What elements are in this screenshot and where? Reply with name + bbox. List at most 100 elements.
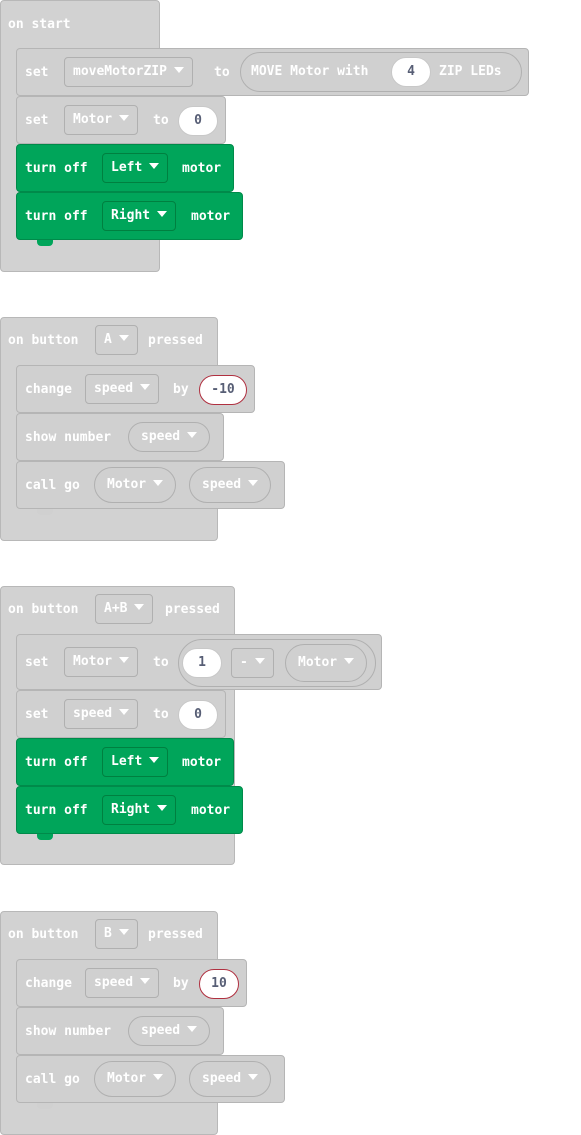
chevron-down-icon	[157, 805, 168, 811]
show-number-block[interactable]: show number speed	[16, 1007, 224, 1055]
speed-reporter[interactable]: speed	[128, 422, 211, 452]
motor-reporter[interactable]: Motor	[94, 467, 177, 503]
to-label: to	[153, 707, 169, 722]
chevron-down-icon	[140, 978, 151, 984]
chevron-down-icon	[187, 432, 198, 438]
set-label: set	[25, 655, 49, 670]
motor-label: motor	[182, 161, 222, 176]
speed-reporter[interactable]: speed	[189, 1061, 272, 1097]
set-label: set	[25, 113, 49, 128]
variable-dropdown-speed[interactable]: speed	[85, 374, 160, 404]
set-label: set	[25, 65, 49, 80]
show-number-label: show number	[25, 1024, 112, 1039]
turn-off-left-motor-block[interactable]: turn off Left motor	[16, 738, 234, 786]
set-motor-block[interactable]: set Motor to 0	[16, 96, 226, 144]
motor-label: motor	[182, 755, 222, 770]
change-label: change	[25, 976, 72, 991]
zip-leds-label: ZIP LEDs	[439, 64, 502, 79]
turn-off-right-motor-block[interactable]: turn off Right motor	[16, 192, 243, 246]
block-notch	[37, 1103, 53, 1109]
on-start-label: on start	[8, 17, 71, 32]
chevron-down-icon	[173, 67, 184, 73]
subtraction-expression[interactable]: 1 - Motor	[178, 639, 376, 687]
chevron-down-icon	[118, 929, 129, 935]
motor-side-dropdown-right[interactable]: Right	[102, 795, 177, 825]
chevron-down-icon	[119, 709, 130, 715]
turn-off-label: turn off	[25, 803, 88, 818]
call-go-label: call go	[25, 478, 80, 493]
call-go-block[interactable]: call go Motor speed	[16, 1055, 285, 1109]
minuend-input[interactable]: 1	[182, 648, 222, 678]
move-motor-with-label: MOVE Motor with	[251, 64, 369, 79]
chevron-down-icon	[157, 211, 168, 217]
turn-off-label: turn off	[25, 755, 88, 770]
show-number-label: show number	[25, 430, 112, 445]
motor-side-dropdown-left[interactable]: Left	[102, 153, 169, 183]
change-speed-block[interactable]: change speed by 10	[16, 959, 247, 1007]
motor-reporter[interactable]: Motor	[94, 1061, 177, 1097]
turn-off-right-motor-block[interactable]: turn off Right motor	[16, 786, 243, 840]
on-button-label: on button	[8, 333, 79, 348]
turn-off-label: turn off	[25, 209, 88, 224]
by-label: by	[173, 382, 189, 397]
speed-value-input[interactable]: 0	[178, 700, 218, 730]
variable-dropdown-speed[interactable]: speed	[85, 968, 160, 998]
call-go-label: call go	[25, 1072, 80, 1087]
block-notch	[37, 509, 53, 515]
motor-label: motor	[191, 803, 231, 818]
chevron-down-icon	[344, 658, 355, 664]
set-label: set	[25, 707, 49, 722]
change-amount-input[interactable]: -10	[199, 375, 247, 405]
call-go-block[interactable]: call go Motor speed	[16, 461, 285, 515]
zip-led-count-input[interactable]: 4	[391, 57, 431, 87]
chevron-down-icon	[119, 657, 130, 663]
chevron-down-icon	[248, 480, 259, 486]
chevron-down-icon	[134, 604, 145, 610]
variable-dropdown-speed[interactable]: speed	[64, 699, 139, 729]
set-movemotorzip-block[interactable]: set moveMotorZIP to MOVE Motor with 4 ZI…	[16, 48, 529, 96]
button-dropdown-ab[interactable]: A+B	[95, 594, 154, 624]
button-dropdown-a[interactable]: A	[95, 325, 138, 355]
variable-dropdown-motor[interactable]: Motor	[64, 647, 139, 677]
motor-label: motor	[191, 209, 231, 224]
chevron-down-icon	[248, 1074, 259, 1080]
turn-off-left-motor-block[interactable]: turn off Left motor	[16, 144, 234, 192]
show-number-block[interactable]: show number speed	[16, 413, 224, 461]
speed-reporter[interactable]: speed	[128, 1016, 211, 1046]
motor-reporter[interactable]: Motor	[285, 644, 368, 682]
button-dropdown-b[interactable]: B	[95, 919, 138, 949]
variable-dropdown-motor[interactable]: Motor	[64, 105, 139, 135]
to-label: to	[153, 113, 169, 128]
block-notch	[37, 240, 53, 246]
on-button-label: on button	[8, 927, 79, 942]
chevron-down-icon	[140, 384, 151, 390]
motor-value-input[interactable]: 0	[178, 106, 218, 136]
change-speed-block[interactable]: change speed by -10	[16, 365, 255, 413]
speed-reporter[interactable]: speed	[189, 467, 272, 503]
chevron-down-icon	[119, 115, 130, 121]
block-notch	[37, 834, 53, 840]
on-button-label: on button	[8, 602, 79, 617]
change-label: change	[25, 382, 72, 397]
pressed-label: pressed	[165, 602, 220, 617]
chevron-down-icon	[187, 1026, 198, 1032]
motor-side-dropdown-left[interactable]: Left	[102, 747, 169, 777]
set-speed-block[interactable]: set speed to 0	[16, 690, 226, 738]
turn-off-label: turn off	[25, 161, 88, 176]
by-label: by	[173, 976, 189, 991]
operator-dropdown[interactable]: -	[231, 648, 274, 678]
chevron-down-icon	[149, 757, 160, 763]
variable-dropdown-movemotorzip[interactable]: moveMotorZIP	[64, 57, 193, 87]
chevron-down-icon	[153, 1074, 164, 1080]
to-label: to	[214, 65, 230, 80]
chevron-down-icon	[149, 163, 160, 169]
move-motor-zip-expression[interactable]: MOVE Motor with 4 ZIP LEDs	[240, 52, 522, 92]
set-motor-block[interactable]: set Motor to 1 - Motor	[16, 634, 382, 690]
pressed-label: pressed	[148, 333, 203, 348]
chevron-down-icon	[254, 658, 265, 664]
to-label: to	[153, 655, 169, 670]
motor-side-dropdown-right[interactable]: Right	[102, 201, 177, 231]
chevron-down-icon	[153, 480, 164, 486]
change-amount-input[interactable]: 10	[199, 969, 239, 999]
chevron-down-icon	[118, 335, 129, 341]
